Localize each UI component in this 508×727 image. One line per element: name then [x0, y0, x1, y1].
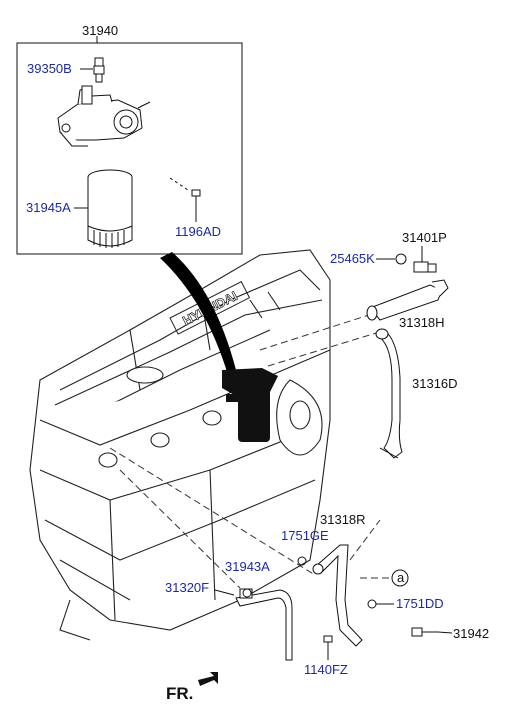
label-31401p: 31401P [402, 230, 447, 245]
label-31318r: 31318R [320, 512, 366, 527]
guide-lines [109, 313, 390, 589]
bolt-31942 [411, 627, 453, 637]
label-1751dd: 1751DD [396, 596, 444, 611]
label-31318h: 31318H [399, 315, 445, 330]
filter-housing [57, 85, 151, 147]
oil-filter-31945a [74, 169, 133, 248]
o-ring-1751dd [367, 599, 377, 609]
o-ring-31943a [242, 588, 252, 598]
pipe-31320f [214, 588, 293, 661]
label-31943a: 31943A [225, 559, 270, 574]
front-direction-label: FR. [166, 684, 194, 703]
bolt-1196ad [169, 177, 201, 222]
pipe-31316d [375, 328, 403, 459]
filter-assembly-box [16, 42, 243, 255]
label-callout-a: a [397, 570, 405, 585]
label-39350b: 39350B [27, 61, 72, 76]
pipe-31318r [312, 544, 363, 647]
label-31945a: 31945A [26, 200, 71, 215]
label-31316d: 31316D [412, 376, 458, 391]
label-1140fz: 1140FZ [304, 662, 348, 677]
label-1751ge: 1751GE [281, 528, 329, 543]
engine-block [29, 249, 331, 641]
fitting-31401p [413, 246, 437, 273]
o-ring-25465k [395, 253, 407, 265]
label-25465k: 25465K [330, 251, 375, 266]
bolt-1140fz [323, 635, 333, 660]
label-31320f: 31320F [165, 580, 210, 595]
o-ring-1751ge [297, 556, 307, 566]
label-1196ad: 1196AD [175, 224, 222, 239]
front-arrow-icon [198, 672, 218, 686]
callout-circle [391, 569, 409, 587]
mounted-oil-filter [222, 368, 278, 442]
assembly-arrow [160, 252, 236, 375]
label-31942: 31942 [453, 626, 490, 641]
sensor-39350b [80, 57, 105, 83]
hose-31318h [366, 279, 449, 321]
label-31940: 31940 [82, 23, 119, 38]
